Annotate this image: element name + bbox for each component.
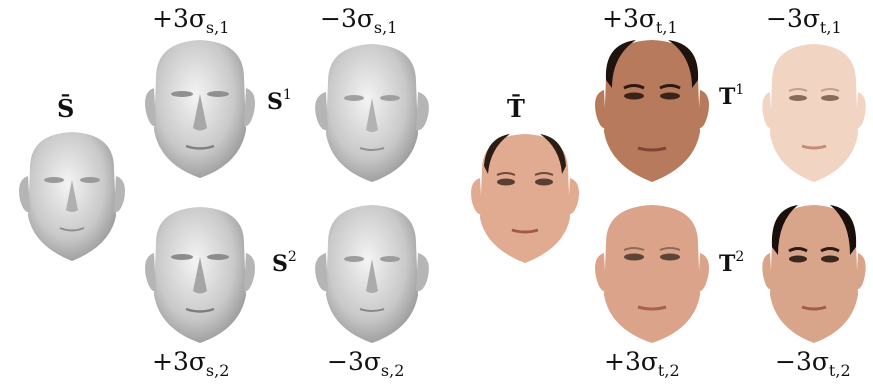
texture-minus-sigma-2-label: −3σt,2 — [775, 347, 851, 380]
sigma-text: −3σ — [320, 4, 374, 33]
shape-component-1-label: S1 — [267, 87, 292, 115]
shape-plus-1-face — [140, 38, 260, 180]
texture-plus-2-face — [590, 203, 714, 345]
texture-plus-1-face — [590, 38, 714, 184]
sigma-subscript: s,1 — [205, 18, 230, 37]
sigma-subscript: t,2 — [657, 361, 680, 380]
shape-minus-sigma-1-label: −3σs,1 — [320, 4, 397, 37]
shape-minus-sigma-2-label: −3σs,2 — [327, 347, 404, 380]
shape-mean-face — [8, 128, 136, 263]
sigma-subscript: t,2 — [828, 361, 851, 380]
texture-component-2-label: T2 — [719, 249, 745, 277]
sigma-subscript: t,1 — [819, 18, 842, 37]
shape-component-2-label: S2 — [272, 249, 297, 277]
texture-minus-2-face — [758, 203, 870, 345]
shape-plus-sigma-2-label: +3σs,2 — [152, 347, 229, 380]
texture-plus-sigma-1-label: +3σt,1 — [602, 4, 678, 37]
texture-minus-1-face — [758, 42, 870, 184]
sigma-text: +3σ — [602, 4, 656, 33]
sigma-text: +3σ — [604, 347, 658, 376]
sigma-text: −3σ — [775, 347, 829, 376]
shape-plus-sigma-1-label: +3σs,1 — [152, 4, 229, 37]
shape-minus-2-face — [306, 203, 438, 345]
texture-mean-label: T̄ — [507, 94, 525, 123]
texture-minus-sigma-1-label: −3σt,1 — [766, 4, 842, 37]
texture-component-1-label: T1 — [719, 82, 745, 110]
sigma-text: +3σ — [152, 4, 206, 33]
shape-mean-label: S̄ — [57, 94, 75, 123]
sigma-subscript: t,1 — [655, 18, 678, 37]
texture-mean-face — [460, 130, 590, 265]
sigma-subscript: s,1 — [373, 18, 398, 37]
sigma-text: −3σ — [327, 347, 381, 376]
sigma-text: −3σ — [766, 4, 820, 33]
shape-plus-2-face — [140, 205, 260, 345]
sigma-text: +3σ — [152, 347, 206, 376]
shape-minus-1-face — [306, 42, 438, 184]
sigma-subscript: s,2 — [380, 361, 405, 380]
texture-plus-sigma-2-label: +3σt,2 — [604, 347, 680, 380]
sigma-subscript: s,2 — [205, 361, 230, 380]
